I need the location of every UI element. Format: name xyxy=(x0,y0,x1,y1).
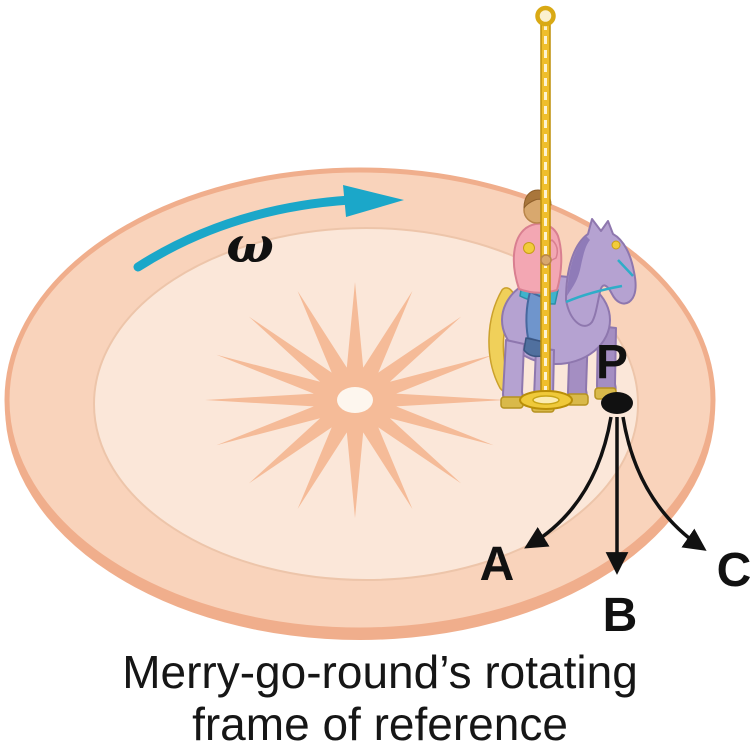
figure-caption-line-2: frame of reference xyxy=(192,698,568,748)
trajectory-label-c: C xyxy=(717,544,750,597)
pole-top-ring xyxy=(535,5,556,27)
horse-front-leg xyxy=(502,339,525,403)
trajectory-arrow-a xyxy=(524,416,613,549)
point-p-label: P xyxy=(596,336,628,389)
pole-base-hole xyxy=(532,395,560,405)
trajectory-label-a: A xyxy=(480,538,515,591)
horse-bridle xyxy=(565,259,634,304)
point-p-dot xyxy=(601,392,633,414)
starburst-hub-hole xyxy=(337,387,373,413)
trajectories xyxy=(524,392,707,575)
rider-hand xyxy=(540,254,552,266)
rotation-arrow-icon xyxy=(133,185,404,272)
omega-label: ω xyxy=(226,215,274,274)
saddle-knob xyxy=(523,242,535,254)
horse-mane xyxy=(567,236,590,296)
carousel-pole-icon xyxy=(519,5,573,410)
figure-caption-line-1: Merry-go-round’s rotating xyxy=(122,646,638,698)
bridle-medallion xyxy=(611,240,621,250)
trajectory-arrow-c xyxy=(621,416,707,551)
trajectory-label-b: B xyxy=(603,589,638,642)
